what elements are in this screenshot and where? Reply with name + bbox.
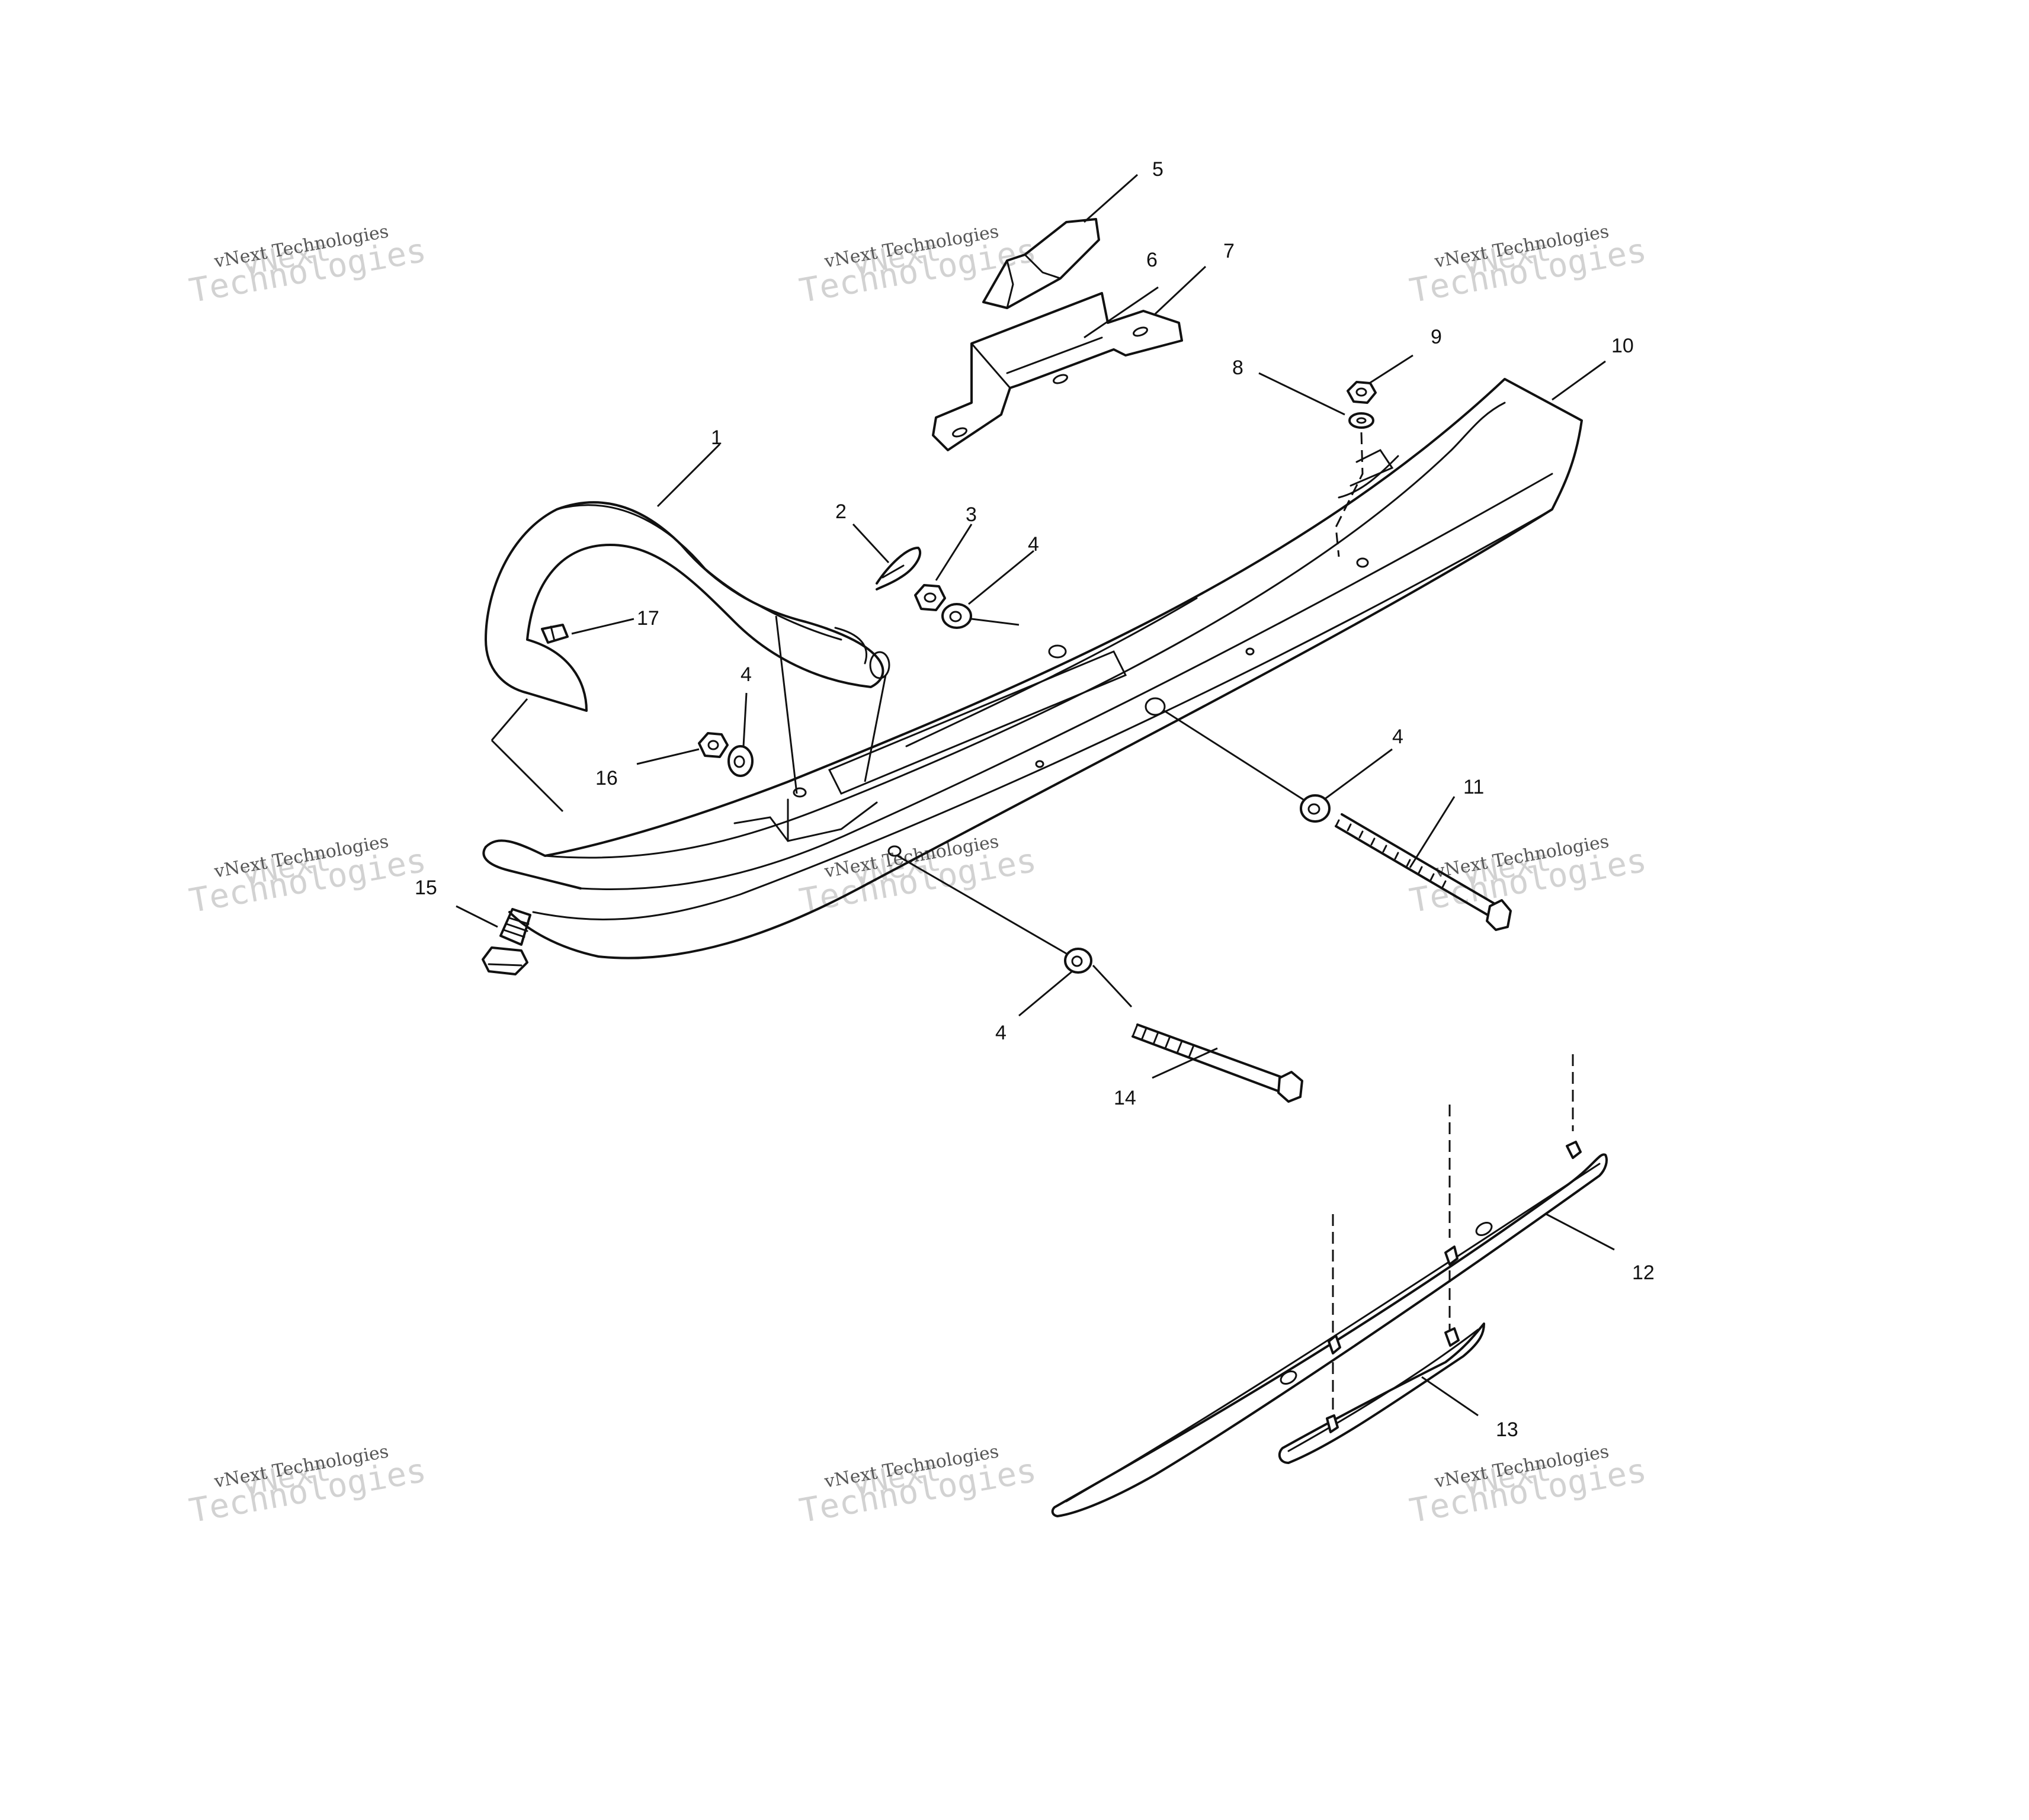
part-1-ski-loop — [485, 501, 890, 813]
assembly-line — [897, 855, 1067, 955]
part-10-ski — [482, 378, 1583, 959]
part-15-bolt — [482, 908, 531, 975]
callout-9: 9 — [1431, 326, 1442, 348]
part-4-washer — [727, 745, 754, 777]
part-14-bolt — [1132, 1023, 1303, 1103]
part-4-washer — [941, 603, 1020, 629]
callout-3: 3 — [966, 503, 977, 526]
assembly-line — [1163, 710, 1304, 801]
callout-17: 17 — [637, 607, 659, 630]
part-13-carbide — [1278, 1323, 1485, 1464]
callout-1: 1 — [711, 426, 722, 449]
callout-16: 16 — [595, 767, 618, 789]
part-2-cotter-pin — [876, 547, 922, 590]
callout-12: 12 — [1632, 1262, 1655, 1284]
assembly-line — [1335, 432, 1364, 557]
part-12-wear-bar — [1051, 1141, 1608, 1517]
part-9-nut — [1347, 381, 1377, 404]
part-7-saddle-bracket — [932, 292, 1183, 451]
part-16-nut — [698, 732, 729, 758]
callout-13: 13 — [1496, 1418, 1518, 1441]
callout-8: 8 — [1232, 357, 1243, 379]
callout-2: 2 — [835, 500, 847, 523]
part-8-washer — [1348, 412, 1374, 429]
part-4-washer — [1300, 794, 1331, 823]
callout-11: 11 — [1463, 776, 1484, 798]
callout-4: 4 — [995, 1022, 1007, 1044]
part-17-rivet — [541, 624, 569, 644]
callout-4: 4 — [1028, 533, 1039, 556]
callout-14: 14 — [1114, 1087, 1136, 1109]
callout-5: 5 — [1152, 158, 1163, 181]
callout-leaders — [456, 174, 1615, 1417]
callout-7: 7 — [1223, 240, 1235, 262]
callout-4: 4 — [741, 663, 752, 686]
part-11-bolt — [1335, 813, 1512, 931]
callout-4: 4 — [1392, 726, 1403, 748]
callout-15: 15 — [415, 877, 437, 899]
assembly-line — [1092, 964, 1133, 1008]
part-4-washer — [1064, 948, 1092, 974]
part-5-cap — [982, 218, 1100, 309]
callout-6: 6 — [1146, 249, 1158, 271]
part-3-nut — [914, 584, 946, 611]
callout-10: 10 — [1611, 335, 1634, 357]
